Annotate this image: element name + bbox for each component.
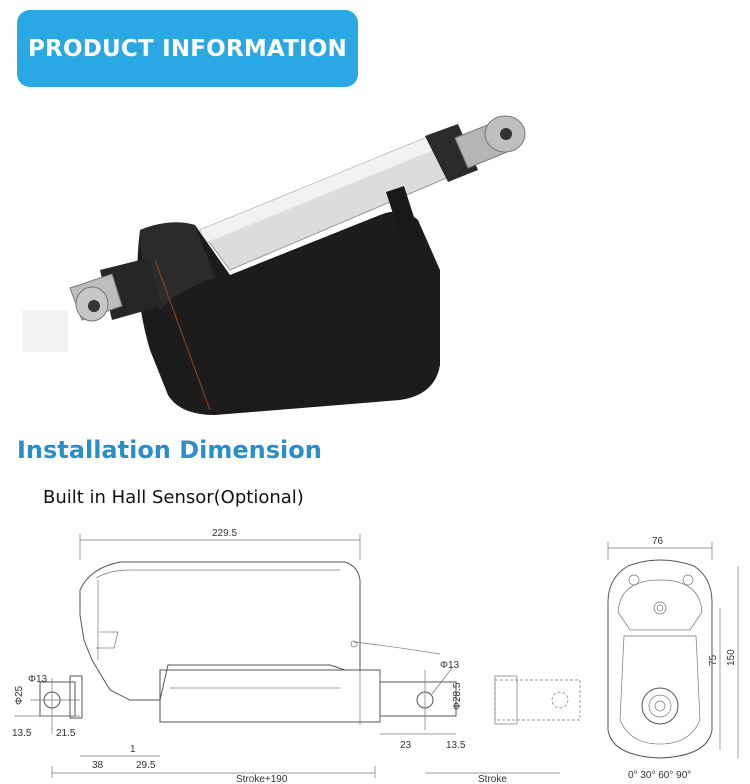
dim-front-eye-len: 23	[400, 740, 412, 751]
dim-rear-eye-dia: Φ25	[14, 685, 25, 705]
dim-rear-hole-dia: Φ13	[28, 674, 48, 685]
dim-end-width: 76	[652, 536, 664, 547]
linear-actuator-photo	[22, 115, 526, 415]
dim-front-hole-dia: Φ13	[440, 660, 460, 671]
banner-title: PRODUCT INFORMATION	[28, 35, 347, 62]
dim-rear-eye-len: 21.5	[56, 728, 76, 739]
installation-dimension-heading: Installation Dimension	[17, 436, 322, 464]
product-information-banner: PRODUCT INFORMATION	[17, 10, 358, 87]
end-view-angles: 0° 30° 60° 90°	[628, 770, 691, 781]
dim-overall-length: 229.5	[212, 528, 237, 539]
dim-front-offset: 13.5	[446, 740, 466, 751]
dim-rod-dia: Φ28.5	[452, 682, 463, 710]
hall-sensor-note: Built in Hall Sensor(Optional)	[43, 487, 304, 508]
dim-retracted-length: Stroke+190	[236, 774, 288, 784]
dim-38: 38	[92, 760, 104, 771]
dim-end-height-75: 75	[708, 654, 719, 666]
installation-dimension-drawing: 229.5 Φ13 Φ25 13.5 21.5 Φ13 Φ28.5 23 13.…	[12, 528, 739, 784]
dim-end-height-150: 150	[726, 649, 737, 666]
dim-rear-offset: 13.5	[12, 728, 32, 739]
dim-29-5: 29.5	[136, 760, 156, 771]
dim-stroke: Stroke	[478, 774, 507, 784]
dim-1: 1	[130, 744, 136, 755]
